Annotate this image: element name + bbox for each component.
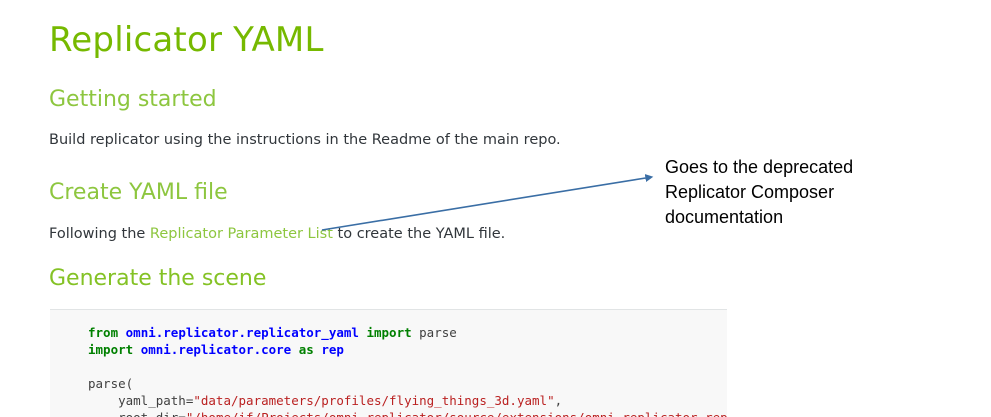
code-token: parse( [88,376,134,391]
code-token: omni.replicator.core [140,342,299,357]
heading-generate-the-scene: Generate the scene [49,266,267,291]
code-token: import [366,325,420,340]
page-title: Replicator YAML [49,20,324,60]
code-block-content: from omni.replicator.replicator_yaml imp… [50,310,727,417]
code-token: "data/parameters/profiles/flying_things_… [193,393,555,408]
code-token: "/home/if/Projects/omni.replicator/sourc… [186,410,727,417]
code-token: parse [419,325,457,340]
heading-getting-started: Getting started [49,87,217,112]
code-token: rep [321,342,344,357]
paragraph-getting-started: Build replicator using the instructions … [49,132,561,148]
code-token: as [298,342,322,357]
code-block-generate-scene[interactable]: from omni.replicator.replicator_yaml imp… [50,309,727,417]
annotation-label: Goes to the deprecated Replicator Compos… [665,157,854,227]
code-token: from [88,325,126,340]
code-token: omni.replicator.replicator_yaml [125,325,367,340]
link-replicator-parameter-list[interactable]: Replicator Parameter List [149,226,333,242]
paragraph-text-before-link: Following the [49,226,150,242]
paragraph-create-yaml: Following the Replicator Parameter List … [49,224,505,244]
heading-create-yaml-file: Create YAML file [49,180,228,205]
code-token: yaml_path= [88,393,194,408]
code-token: , [554,393,563,408]
code-token: import [88,342,141,357]
paragraph-text-after-link: to create the YAML file. [332,226,506,242]
code-token: root_dir= [88,410,186,417]
